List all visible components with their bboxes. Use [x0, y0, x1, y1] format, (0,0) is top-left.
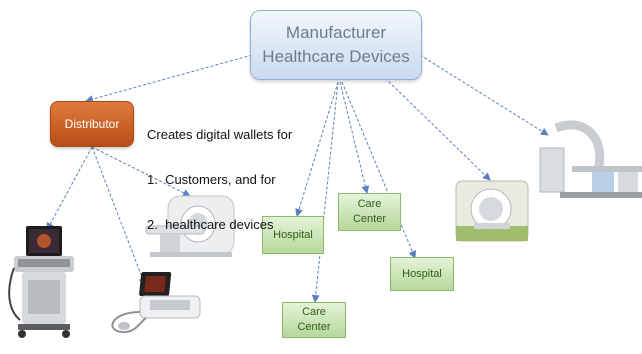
arrow-manufacturer-to-hospital-2 [341, 81, 417, 259]
care-center-node-2: Care Center [282, 302, 346, 338]
arrow-manufacturer-to-care-center-1 [339, 81, 370, 194]
arrow-distributor-to-ct [91, 146, 191, 197]
arrow-manufacturer-to-hospital-1 [295, 81, 339, 217]
wallet-note: Creates digital wallets for 1. Customers… [147, 97, 292, 247]
arrow-distributor-to-ultrasound-cart [46, 146, 93, 231]
arrow-manufacturer-to-care-center-2 [311, 81, 339, 303]
wallet-note-line-2: 1. Customers, and for [147, 172, 276, 187]
hospital-node-1: Hospital [262, 216, 324, 254]
distributor-node: Distributor [50, 101, 134, 147]
arrow-manufacturer-to-distributor [85, 54, 253, 103]
ct-scanner-icon [145, 195, 235, 257]
ultrasound-cart-icon [8, 226, 74, 338]
arrow-distributor-to-portable-ultrasound [91, 146, 147, 286]
manufacturer-node: Manufacturer Healthcare Devices [250, 10, 422, 80]
mri-scanner-icon [455, 180, 529, 242]
c-arm-xray-icon [539, 120, 642, 198]
arrow-manufacturer-to-mri [384, 77, 491, 181]
wallet-note-line-1: Creates digital wallets for [147, 127, 293, 142]
care-center-node-1: Care Center [338, 193, 401, 231]
hospital-node-2: Hospital [390, 257, 454, 291]
wallet-note-line-3: 2. healthcare devices [147, 217, 274, 232]
arrow-manufacturer-to-c-arm [419, 54, 549, 136]
portable-ultrasound-icon [111, 272, 201, 334]
connector-arrows [46, 54, 549, 303]
